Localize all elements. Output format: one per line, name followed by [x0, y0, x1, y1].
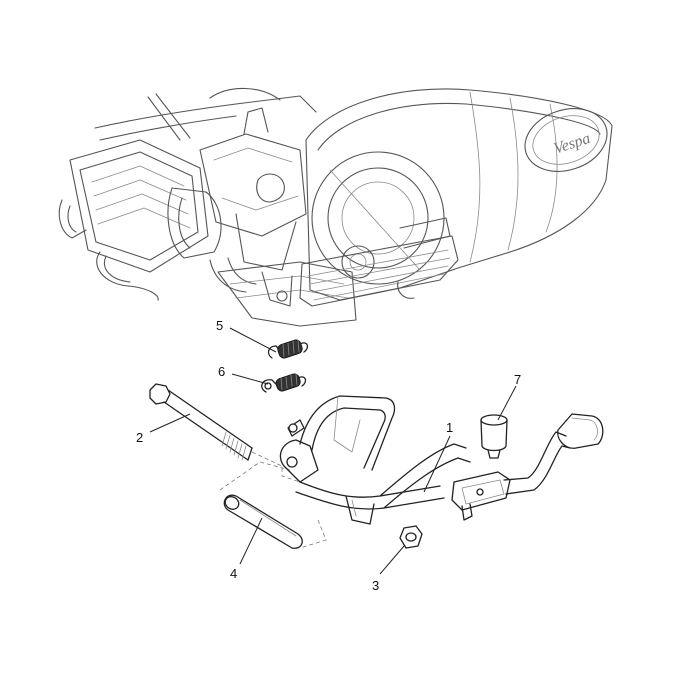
callout-label-4: 4	[230, 566, 237, 581]
brand-mark: Vespa	[552, 130, 593, 158]
callout-6: 6	[218, 364, 269, 385]
callout-4: 4	[230, 517, 263, 581]
part-6-spring	[261, 373, 307, 393]
callout-label-5: 5	[216, 318, 223, 333]
callout-label-3: 3	[372, 578, 379, 593]
part-5-spring	[267, 339, 309, 359]
callout-1: 1	[423, 420, 453, 493]
part-1-centre-stand	[279, 395, 604, 525]
callout-label-1: 1	[446, 420, 453, 435]
assembly-line-pin	[219, 461, 327, 549]
part-7-rubber-stop	[480, 414, 508, 459]
callout-7: 7	[497, 372, 521, 421]
assembly-line-bolt	[251, 451, 301, 483]
callout-label-2: 2	[136, 430, 143, 445]
callout-2: 2	[136, 413, 191, 445]
engine-assembly: Vespa	[58, 87, 613, 327]
part-3-nut	[399, 525, 423, 549]
part-2-bolt	[149, 383, 253, 461]
part-4-pin	[223, 494, 303, 549]
callout-5: 5	[216, 318, 277, 353]
callout-3: 3	[372, 545, 405, 593]
callout-label-6: 6	[218, 364, 225, 379]
callout-label-7: 7	[514, 372, 521, 387]
